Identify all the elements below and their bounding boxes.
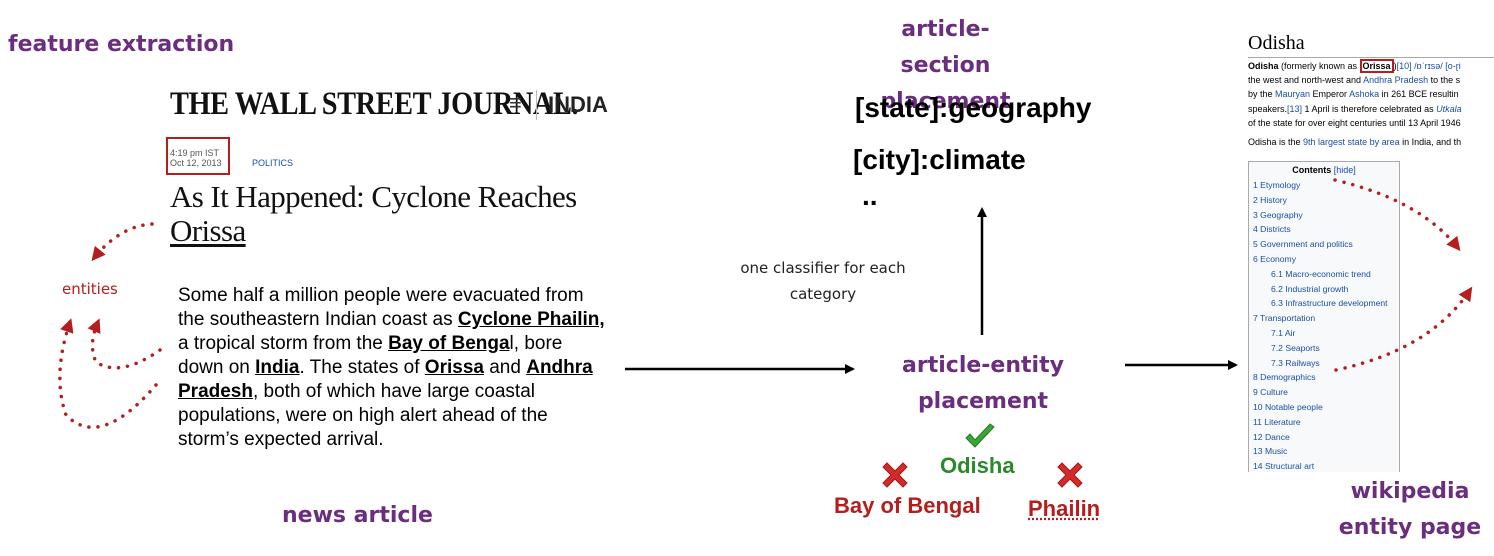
entity-andhra-pradesh[interactable]: Andhra Pradesh <box>178 357 593 402</box>
masthead-divider <box>536 90 537 120</box>
dotted-arrow-body-1 <box>87 318 162 370</box>
wiki-toc: Contents [hide] 1 Etymology 2 History 3 Ge… <box>1248 161 1400 472</box>
entity-cyclone-phailin[interactable]: Cyclone Phailin, <box>457 309 605 330</box>
toc-item[interactable]: 7.1 Air <box>1271 327 1296 338</box>
wsj-masthead: THE WALL STREET JOURNAL. ≡ INDIA <box>170 86 610 128</box>
toc-item[interactable]: 6.2 Industrial growth <box>1271 283 1349 294</box>
wikipedia-entity-page-label: wikipedia entity page <box>1338 479 1482 540</box>
toc-item[interactable]: 3 Geography <box>1253 209 1303 220</box>
toc-item[interactable]: 4 Districts <box>1253 224 1291 235</box>
candidate-wrong-2: Phailin <box>1028 496 1101 521</box>
article-body: Some half a million people were evacuate… <box>178 285 605 450</box>
article-entity-label: article-entity placement <box>902 353 1064 414</box>
toc-item[interactable]: 12 Dance <box>1253 431 1290 442</box>
article-section-label: article-section placement <box>880 17 1011 114</box>
timestamp-box <box>166 137 230 175</box>
toc-item[interactable]: 9 Culture <box>1253 387 1288 398</box>
toc-item[interactable]: 7 Transportation <box>1253 313 1316 324</box>
wiki-title: Odisha <box>1248 32 1305 54</box>
dotted-arrow-geography <box>1333 178 1461 252</box>
toc-item[interactable]: 7.2 Seaports <box>1271 342 1320 353</box>
category-ellipsis: .. <box>862 180 878 211</box>
entity-india[interactable]: India <box>255 357 300 378</box>
edition-label: INDIA <box>548 92 608 117</box>
toc-item[interactable]: 6 Economy <box>1253 253 1296 264</box>
menu-icon[interactable]: ≡ <box>509 90 522 115</box>
entities-label: entities <box>62 280 118 298</box>
dotted-arrow-headline <box>91 222 154 262</box>
timestamp: 4:19 pm IST Oct 12, 2013 <box>170 148 222 168</box>
toc-item[interactable]: 1 Etymology <box>1253 180 1301 190</box>
wiki-intro: Odisha (formerly known as Orissa)[10] /ɒ… <box>1248 59 1462 148</box>
section-link[interactable]: POLITICS <box>252 158 294 168</box>
news-article-label: news article <box>282 503 433 528</box>
toc-list: 1 Etymology 2 History 3 Geography 4 Distric… <box>1253 178 1399 472</box>
masthead-title: THE WALL STREET JOURNAL. <box>170 86 579 122</box>
toc-item[interactable]: 6.3 Infrastructure development <box>1271 298 1388 309</box>
check-icon <box>965 423 995 448</box>
dotted-arrow-railways <box>1334 286 1473 372</box>
toc-item[interactable]: 14 Structural art <box>1253 461 1315 472</box>
candidate-wrong-1: Bay of Bengal <box>834 493 981 518</box>
entity-orissa[interactable]: Orissa <box>424 357 484 378</box>
candidate-correct: Odisha <box>940 453 1015 478</box>
toc-heading: Contents [hide] <box>1292 165 1356 175</box>
cross-icon <box>1057 462 1083 488</box>
toc-item[interactable]: 8 Demographics <box>1253 372 1316 383</box>
cross-icon <box>882 462 908 488</box>
toc-item[interactable]: 6.1 Macro-economic trend <box>1271 268 1371 279</box>
wiki-title-rule <box>1248 57 1494 58</box>
toc-item[interactable]: 5 Government and politics <box>1253 239 1353 250</box>
article-headline: As It Happened: Cyclone Reaches Orissa <box>170 179 577 248</box>
wiki-orissa-highlight: Orissa <box>1359 59 1394 73</box>
category-state-geography: [state]:geography <box>855 92 1092 123</box>
dotted-arrow-body-2 <box>58 318 158 429</box>
feature-extraction-label: feature extraction <box>8 32 235 57</box>
entity-bay-of-bengal[interactable]: Bay of Benga <box>388 333 510 354</box>
toc-item[interactable]: 2 History <box>1253 194 1287 205</box>
toc-item[interactable]: 7.3 Railways <box>1271 357 1320 368</box>
toc-hide-link[interactable]: [hide] <box>1333 165 1356 175</box>
toc-item[interactable]: 10 Notable people <box>1253 401 1323 412</box>
classifier-note: one classifier for each category <box>740 259 906 303</box>
toc-item[interactable]: 11 Literature <box>1253 416 1301 427</box>
toc-item[interactable]: 13 Music <box>1253 446 1288 457</box>
category-city-climate: [city]:climate <box>853 144 1026 175</box>
